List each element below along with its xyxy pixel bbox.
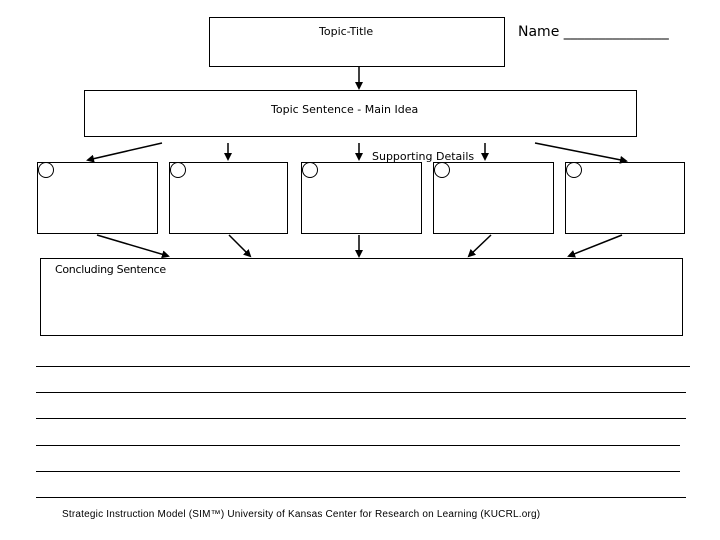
detail-circle-4 <box>434 162 450 178</box>
supporting-detail-box-1[interactable] <box>37 162 158 234</box>
arrow-main-to-detail-1 <box>86 142 163 163</box>
detail-circle-5 <box>566 162 582 178</box>
writing-line-2[interactable] <box>36 392 686 393</box>
writing-line-3[interactable] <box>36 418 686 419</box>
arrow-detail-1-to-conclusion <box>96 234 170 259</box>
writing-line-6[interactable] <box>36 497 686 498</box>
arrow-main-to-detail-5 <box>534 142 628 164</box>
concluding-sentence-box[interactable]: Concluding Sentence <box>40 258 683 336</box>
supporting-detail-box-3[interactable] <box>301 162 422 234</box>
supporting-detail-box-4[interactable] <box>433 162 554 234</box>
main-idea-label: Topic Sentence - Main Idea <box>271 103 419 116</box>
arrow-detail-2-to-conclusion <box>228 234 252 258</box>
topic-title-box[interactable]: Topic-Title <box>209 17 505 67</box>
supporting-detail-box-5[interactable] <box>565 162 685 234</box>
writing-line-5[interactable] <box>36 471 680 472</box>
supporting-details-label: Supporting Details <box>372 150 475 163</box>
writing-line-4[interactable] <box>36 445 680 446</box>
writing-line-1[interactable] <box>36 366 690 367</box>
name-field[interactable]: Name _______________ <box>518 24 669 40</box>
footer-credit: Strategic Instruction Model (SIM™) Unive… <box>62 509 541 520</box>
supporting-detail-box-2[interactable] <box>169 162 288 234</box>
topic-title-label: Topic-Title <box>319 25 374 38</box>
arrow-detail-4-to-conclusion <box>467 234 492 258</box>
detail-circle-3 <box>302 162 318 178</box>
arrow-detail-5-to-conclusion <box>567 234 623 258</box>
detail-circle-2 <box>170 162 186 178</box>
concluding-sentence-label: Concluding Sentence <box>55 263 166 276</box>
main-idea-box[interactable]: Topic Sentence - Main Idea <box>84 90 637 137</box>
detail-circle-1 <box>38 162 54 178</box>
